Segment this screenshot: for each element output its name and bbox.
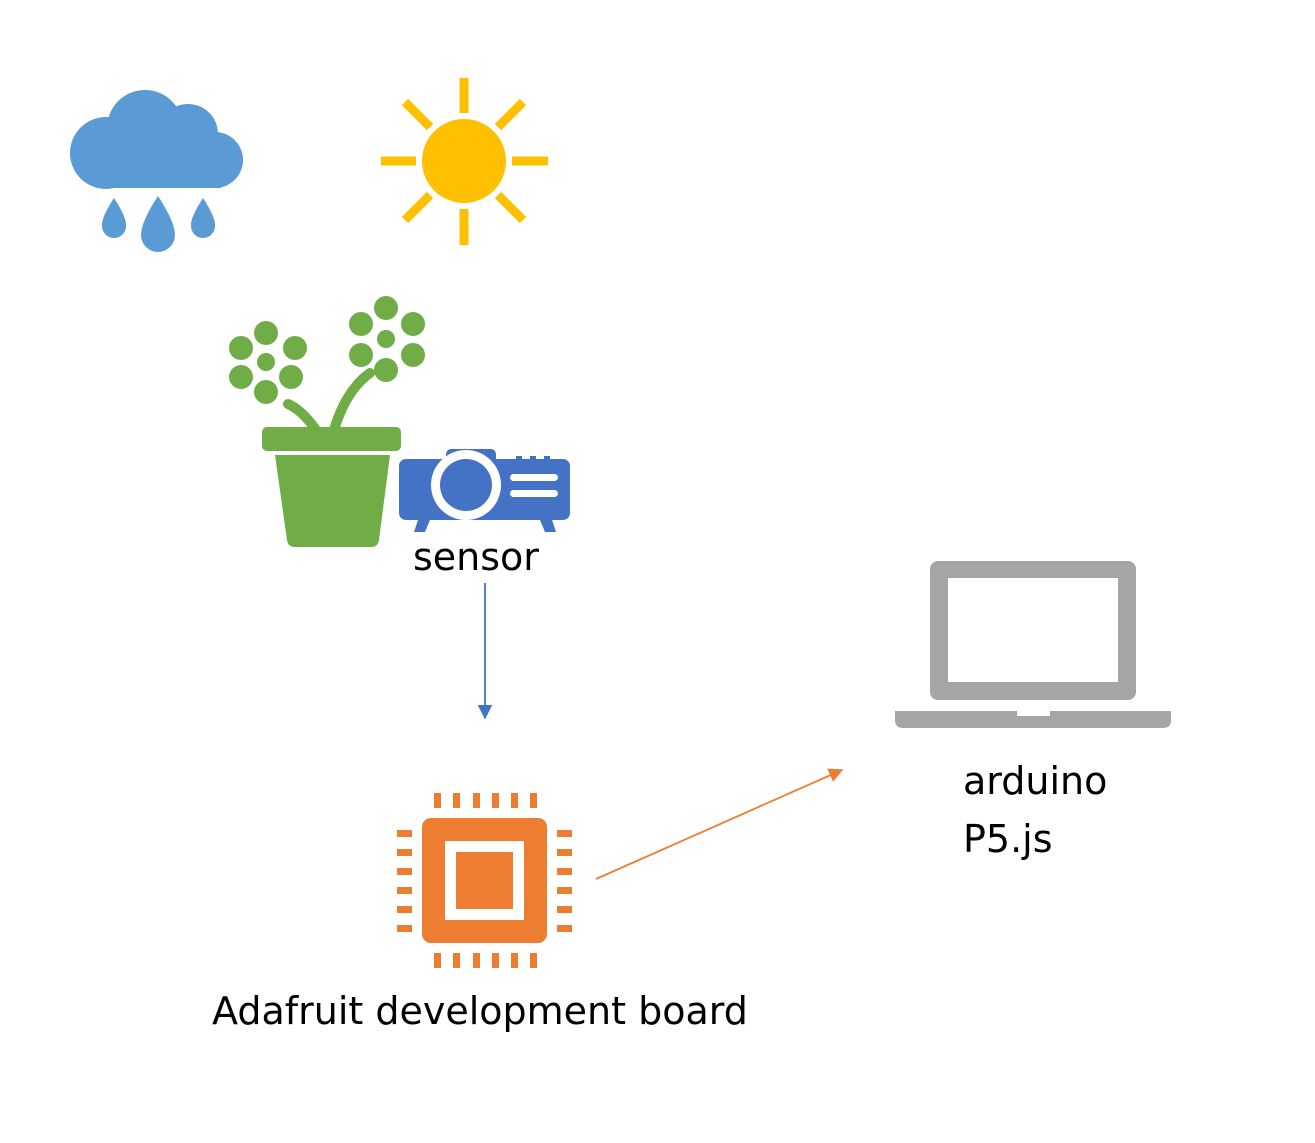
potted-plant-icon [229,296,425,547]
board-to-laptop-arrow [595,768,844,880]
board-label: Adafruit development board [212,989,748,1033]
laptop-icon [895,561,1171,728]
laptop-label-line1: arduino [963,759,1108,803]
sensor-label: sensor [413,535,539,579]
laptop-label-line2: P5.js [963,817,1053,861]
microchip-icon [397,793,572,968]
sun-icon [381,78,548,245]
sensor-icon [399,449,570,532]
rain-cloud-icon [70,90,243,252]
